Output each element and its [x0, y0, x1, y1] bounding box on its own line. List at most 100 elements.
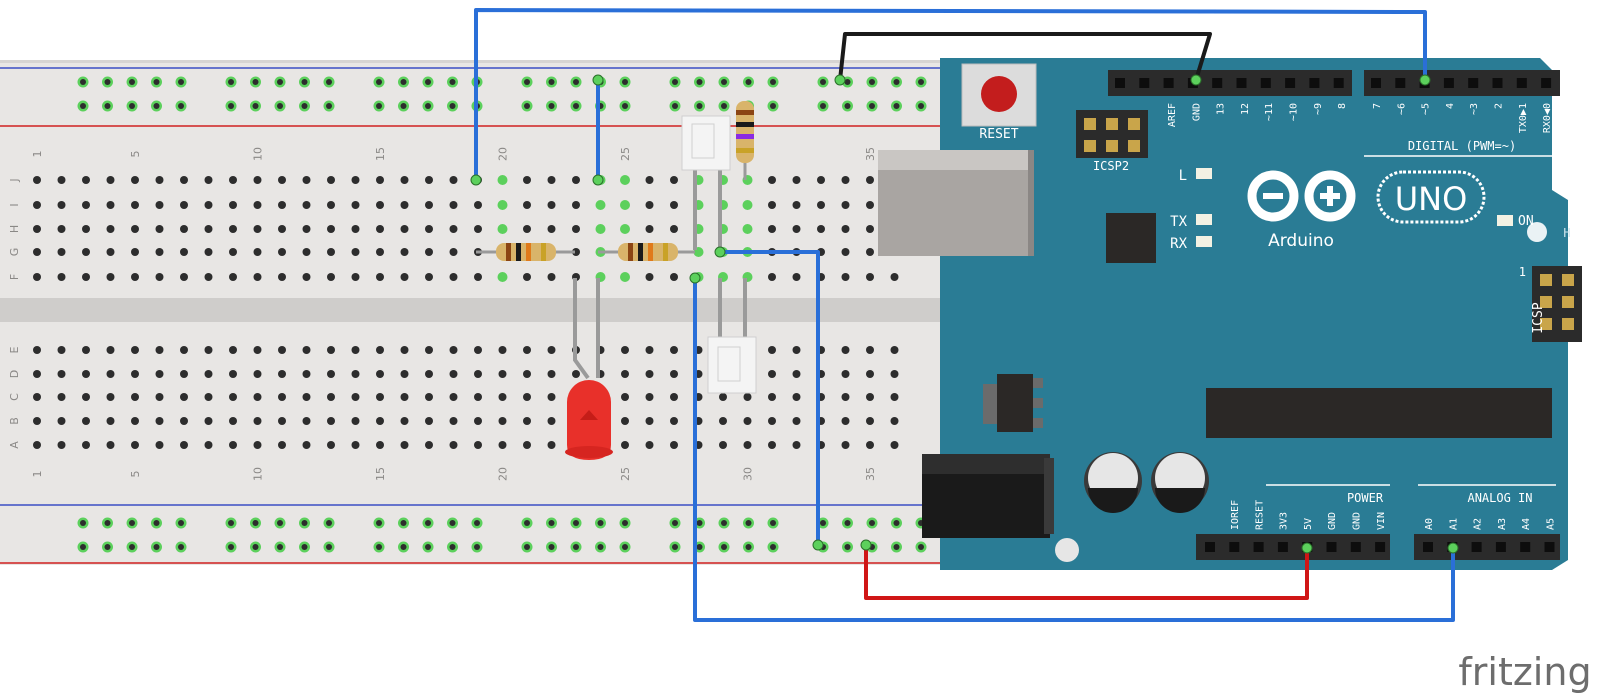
- breadboard-hole: [57, 201, 66, 209]
- header-pin: [1285, 78, 1296, 88]
- led-on: [1497, 215, 1513, 226]
- breadboard-hole: [474, 225, 482, 233]
- rail-hole-center: [745, 520, 752, 526]
- icsp-pin: [1540, 296, 1552, 308]
- rail-hole-center: [770, 544, 776, 550]
- rail-hole-center: [326, 103, 332, 109]
- breadboard-hole: [33, 201, 41, 209]
- analog-pin-label: A5: [1546, 518, 1557, 530]
- row-letter-top: I: [8, 203, 21, 206]
- breadboard-hole: [376, 370, 384, 378]
- digital-pin-label: ~3: [1469, 103, 1480, 115]
- breadboard-hole: [253, 346, 262, 354]
- column-number-top: 1: [31, 151, 44, 158]
- header-pin: [1253, 542, 1264, 552]
- breadboard-hole: [155, 273, 164, 281]
- header-pin: [1236, 78, 1247, 88]
- rail-hole-center: [425, 520, 431, 526]
- rail-hole-center: [252, 520, 259, 526]
- rail-hole-center: [277, 103, 283, 109]
- breadboard-hole: [155, 393, 164, 401]
- breadboard-hole: [645, 441, 654, 449]
- breadboard-hole: [497, 200, 508, 210]
- row-letter-top: H: [8, 225, 21, 233]
- digital-pin-label: RX0◀0: [1542, 103, 1553, 133]
- rail-hole-center: [770, 79, 776, 85]
- breadboard-hole: [131, 248, 139, 256]
- breadboard-hole: [229, 393, 237, 401]
- breadboard-hole: [866, 176, 874, 184]
- breadboard-hole: [474, 370, 482, 378]
- breadboard-hole: [768, 417, 776, 425]
- digital-title: DIGITAL (PWM=~): [1408, 139, 1516, 153]
- breadboard-hole: [155, 417, 164, 425]
- header-pin: [1326, 542, 1337, 552]
- breadboard-hole: [572, 248, 580, 256]
- breadboard-hole: [400, 346, 409, 354]
- header-pin: [1205, 542, 1215, 552]
- breadboard-hole: [792, 273, 801, 281]
- breadboard-hole: [57, 225, 66, 233]
- rail-hole-center: [918, 79, 924, 85]
- row-letter-bottom: E: [8, 346, 21, 353]
- breadboard-hole: [474, 346, 482, 354]
- breadboard-hole: [204, 441, 213, 449]
- breadboard-hole: [645, 201, 654, 209]
- rail-hole-center: [104, 103, 111, 109]
- breadboard-hole: [841, 441, 850, 449]
- header-pin: [1139, 78, 1150, 88]
- breadboard-hole: [645, 225, 654, 233]
- breadboard-hole: [351, 273, 360, 281]
- digital-pin-label: 12: [1240, 103, 1251, 115]
- breadboard-hole: [547, 441, 556, 449]
- rail-hole-center: [178, 544, 184, 550]
- breadboard-hole: [82, 417, 90, 425]
- breadboard-hole: [180, 346, 188, 354]
- breadboard-hole: [376, 441, 384, 449]
- rail-hole-center: [770, 520, 776, 526]
- rail-hole-center: [104, 544, 111, 550]
- rail-hole-center: [400, 103, 407, 109]
- power-pin-label: GND: [1327, 512, 1338, 530]
- breadboard-hole: [204, 225, 213, 233]
- breadboard-hole: [425, 225, 433, 233]
- breadboard-hole: [841, 417, 850, 425]
- breadboard-hole: [841, 273, 850, 281]
- arduino-board: [940, 58, 1568, 570]
- header-pin: [1260, 78, 1271, 88]
- breadboard-hole: [743, 417, 752, 425]
- breadboard-hole: [155, 370, 164, 378]
- breadboard-hole: [792, 441, 801, 449]
- header-pin: [1443, 78, 1454, 88]
- digital-pin-label: AREF: [1167, 103, 1178, 127]
- breadboard-hole: [327, 370, 335, 378]
- breadboard-hole: [449, 370, 458, 378]
- rail-hole-center: [80, 520, 86, 526]
- breadboard-hole: [523, 346, 531, 354]
- column-number-bottom: 1: [31, 471, 44, 478]
- breadboard-hole: [400, 176, 409, 184]
- breadboard-hole: [841, 225, 850, 233]
- breadboard-hole: [131, 273, 139, 281]
- breadboard-hole: [351, 441, 360, 449]
- breadboard-hole: [180, 225, 188, 233]
- rail-hole-center: [80, 79, 86, 85]
- breadboard-hole: [278, 201, 286, 209]
- breadboard-hole: [278, 441, 286, 449]
- breadboard-hole: [106, 201, 115, 209]
- reset-button[interactable]: [981, 76, 1017, 112]
- rail-hole-center: [622, 520, 628, 526]
- breadboard-hole: [204, 176, 213, 184]
- breadboard-hole: [498, 370, 507, 378]
- breadboard-hole: [620, 175, 630, 185]
- row-letter-top: G: [8, 248, 21, 257]
- row-letter-bottom: C: [8, 393, 21, 401]
- breadboard-hole: [278, 346, 286, 354]
- breadboard-hole: [106, 273, 115, 281]
- breadboard-hole: [253, 417, 262, 425]
- rail-hole-center: [425, 103, 431, 109]
- header-pin: [1309, 78, 1320, 88]
- analog-header: [1414, 534, 1560, 560]
- rail-hole-center: [80, 103, 86, 109]
- breadboard-hole: [180, 201, 188, 209]
